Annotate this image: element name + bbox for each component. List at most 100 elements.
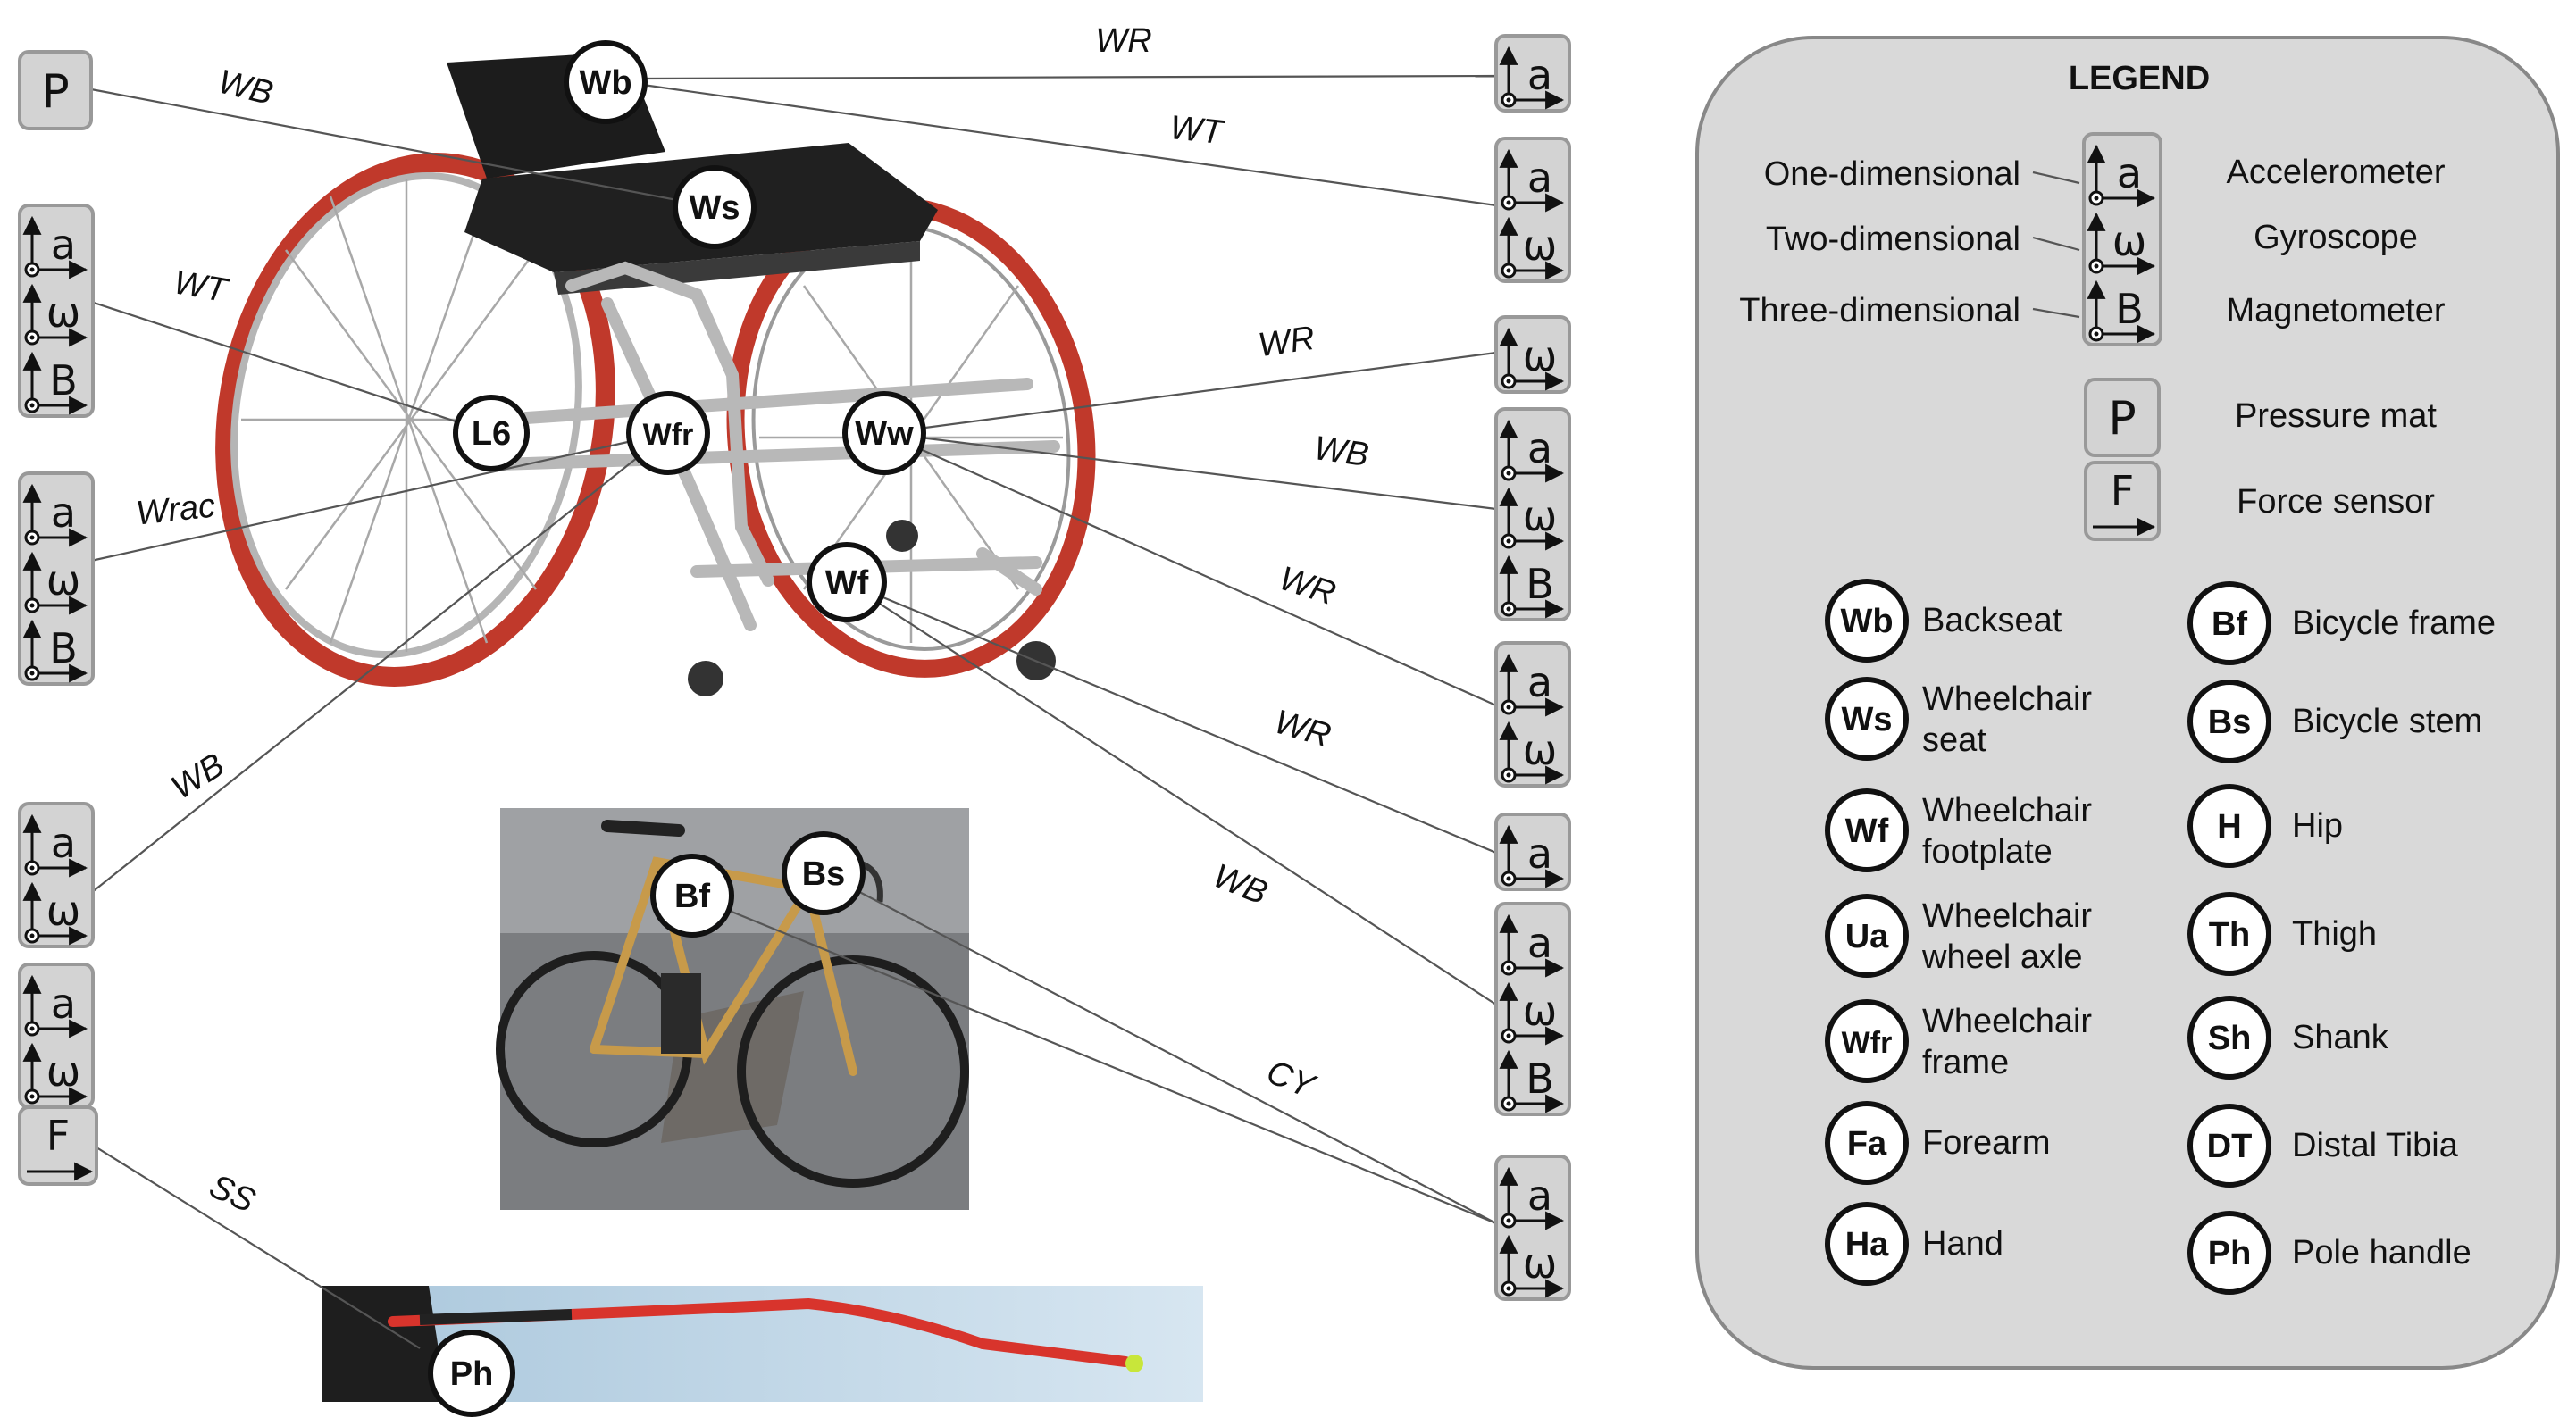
sensor-symbol-b: B <box>49 356 78 404</box>
legend-location-name: Shank <box>2292 1019 2389 1056</box>
legend-location-name: Distal Tibia <box>2292 1127 2459 1164</box>
svg-text:Wf: Wf <box>1845 813 1889 850</box>
marker-ph-text: Ph <box>450 1355 494 1393</box>
legend-sensor-2: Gyroscope <box>2254 219 2418 256</box>
sensor-box-right-7: aωB <box>1494 902 1571 1116</box>
sensor-symbol-w: ω <box>46 887 81 935</box>
connection-line <box>883 431 1497 707</box>
sensor-box-right-8: aω <box>1494 1155 1571 1301</box>
legend-pressure-box-text: P <box>2108 392 2136 446</box>
marker-wfr-text: Wfr <box>643 418 694 452</box>
sensor-symbol-a: a <box>2117 149 2142 197</box>
legend-location-name: footplate <box>1922 833 2053 871</box>
svg-text:DT: DT <box>2207 1128 2253 1165</box>
sensor-symbol-a: a <box>51 819 76 867</box>
sensor-symbol-a: a <box>51 221 76 269</box>
legend-dimension-2: Two-dimensional <box>1766 221 2020 258</box>
svg-text:Bs: Bs <box>2208 704 2252 741</box>
sensor-symbol-b: B <box>1526 1055 1554 1103</box>
svg-text:Sh: Sh <box>2208 1020 2252 1057</box>
svg-text:Ua: Ua <box>1845 918 1889 955</box>
sensor-box-left-4: aω <box>18 802 95 948</box>
sensor-symbol-a: a <box>1527 154 1552 202</box>
legend-content: One-dimensionalTwo-dimensionalThree-dime… <box>1739 132 2496 1295</box>
connection-line <box>90 431 669 563</box>
connection-label-wr: WR <box>1095 22 1151 60</box>
legend-location-name: Wheelchair <box>1922 680 2092 718</box>
connection-line <box>823 872 1497 1224</box>
legend-location-name: Hand <box>1922 1225 2003 1263</box>
legend-title: LEGEND <box>2069 60 2210 97</box>
marker-bf: Bf <box>650 854 734 938</box>
legend-force-label: Force sensor <box>2237 483 2435 521</box>
legend-location-name: Thigh <box>2292 915 2377 953</box>
sensor-symbol-a: a <box>51 488 76 537</box>
bicycle-photo <box>496 808 969 1210</box>
legend-dimension-1: One-dimensional <box>1764 155 2020 193</box>
connection-line <box>691 894 1497 1225</box>
sensor-box-right-2: aω <box>1494 137 1571 283</box>
legend-location-dt: DT Distal Tibia <box>2187 1104 2459 1188</box>
legend-force-box-text: F <box>2111 466 2134 514</box>
connection-label-wrac: Wrac <box>134 488 217 533</box>
marker-wb: Wb <box>564 40 648 124</box>
marker-l6-text: L6 <box>472 415 511 453</box>
connection-label-wr: WR <box>1275 560 1340 613</box>
svg-text:Wb: Wb <box>1840 603 1893 640</box>
connection-line <box>883 431 1497 511</box>
marker-ws: Ws <box>673 165 757 249</box>
svg-text:Fa: Fa <box>1847 1125 1887 1163</box>
legend-location-name: frame <box>1922 1044 2009 1081</box>
svg-text:Bf: Bf <box>2212 605 2247 643</box>
sensor-symbol-w: ω <box>1523 726 1558 774</box>
legend-location-name: Forearm <box>1922 1124 2051 1162</box>
sensor-symbol-w: ω <box>1523 221 1558 270</box>
connection-label-wb: WB <box>1311 429 1370 474</box>
legend-location-th: Th Thigh <box>2187 892 2377 976</box>
marker-wfr: Wfr <box>626 391 710 475</box>
marker-ww: Ww <box>842 391 926 475</box>
sensor-symbol-a: a <box>51 980 76 1028</box>
marker-wb-text: Wb <box>579 64 631 102</box>
sensor-symbol-a: a <box>1527 830 1552 878</box>
legend-sensor-box: aωB <box>2082 132 2162 346</box>
legend-background <box>1695 36 2560 1370</box>
legend-location-sh: Sh Shank <box>2187 996 2389 1080</box>
marker-wf: Wf <box>807 542 887 622</box>
sensor-box-left-2: aωB <box>18 204 95 418</box>
legend-sensor-1: Accelerometer <box>2227 154 2446 191</box>
sensor-box-right-4: aωB <box>1494 407 1571 621</box>
legend-location-name: seat <box>1922 721 1986 759</box>
svg-text:Wfr: Wfr <box>1842 1026 1893 1060</box>
legend-location-fa: Fa Forearm <box>1825 1101 2051 1185</box>
sensor-box-right-3: ω <box>1494 315 1571 394</box>
legend-location-name: Hip <box>2292 807 2343 845</box>
sensor-box-right-6: a <box>1494 813 1571 891</box>
svg-text:Th: Th <box>2209 916 2250 954</box>
connection-line <box>96 1147 421 1349</box>
sensor-symbol-w: ω <box>46 1047 81 1096</box>
sensor-box-left-5: aω <box>18 963 95 1109</box>
sensor-symbol-w: ω <box>2112 217 2147 265</box>
legend-panel: LEGEND One-dimensionalTwo-dimensionalThr… <box>1695 36 2560 1370</box>
marker-ws-text: Ws <box>690 189 740 227</box>
legend-pressure-box: P <box>2084 378 2161 457</box>
connection-lines <box>90 74 1497 1349</box>
sensor-symbol-a: a <box>1527 1172 1552 1220</box>
connection-line <box>642 74 1497 80</box>
connection-line <box>846 580 1497 855</box>
connection-line <box>90 88 715 209</box>
connection-line <box>642 83 1497 207</box>
marker-bs: Bs <box>782 831 866 915</box>
sensor-symbol-w: ω <box>1523 1239 1558 1288</box>
